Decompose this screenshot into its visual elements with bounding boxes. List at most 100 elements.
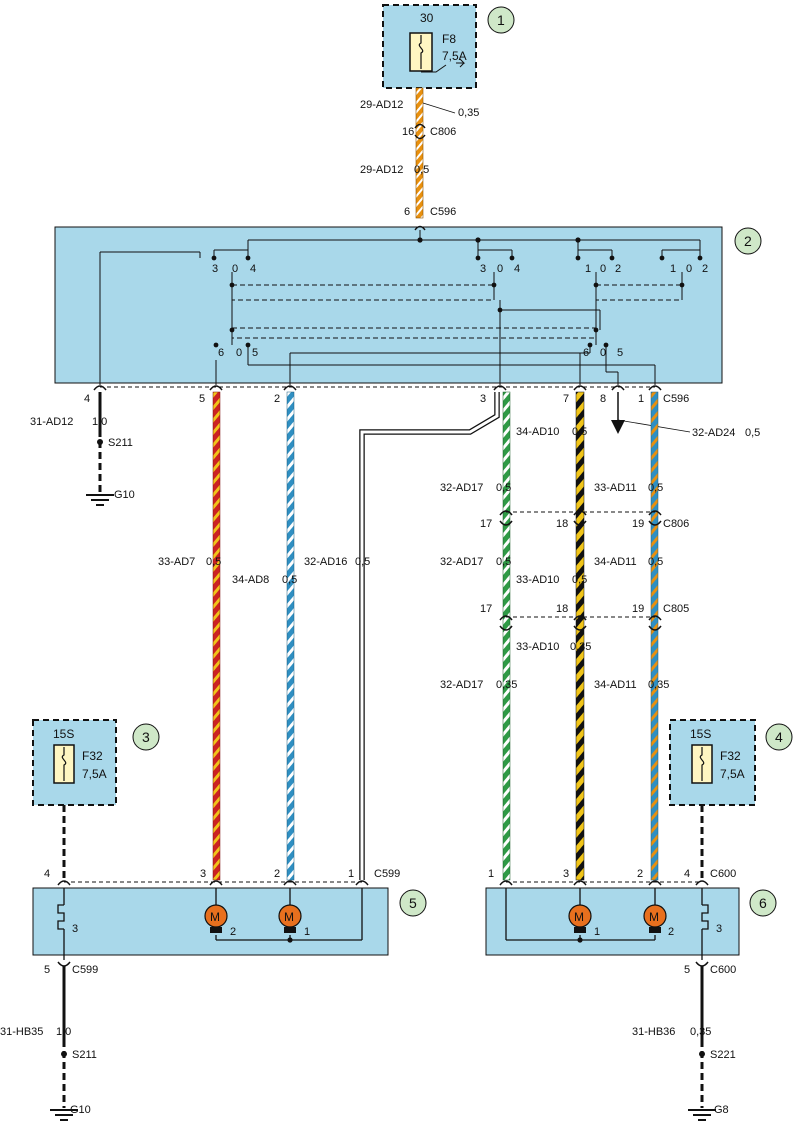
svg-text:1,0: 1,0 [92, 416, 107, 428]
svg-text:33-AD10: 33-AD10 [516, 574, 559, 586]
top-conn-name: C806 [430, 126, 456, 138]
svg-text:4: 4 [775, 729, 783, 745]
svg-text:2: 2 [668, 926, 674, 938]
svg-text:32-AD17: 32-AD17 [440, 482, 483, 494]
mirror-motor-module-right: 1 3 2 4 C600 M 1 M 2 3 5 C600 [485, 868, 740, 976]
svg-text:3: 3 [212, 263, 218, 275]
svg-text:M: M [649, 910, 659, 924]
fuse-box-top: 30 F8 7,5A [382, 4, 477, 89]
svg-text:3: 3 [200, 868, 206, 880]
svg-text:1: 1 [670, 263, 676, 275]
svg-text:1,0: 1,0 [56, 1026, 71, 1038]
svg-text:3: 3 [142, 729, 150, 745]
callout-5: 5 [399, 889, 427, 917]
svg-text:34-AD10: 34-AD10 [516, 426, 559, 438]
wire-black-yellow: 34-AD10 0,5 33-AD10 0,5 33-AD10 0,35 [516, 391, 591, 881]
svg-text:0,35: 0,35 [648, 679, 669, 691]
top-wire2-size: 0,5 [414, 164, 429, 176]
ground-g10-bottom-label: G10 [70, 1104, 91, 1116]
svg-text:1: 1 [304, 926, 310, 938]
svg-text:1: 1 [594, 926, 600, 938]
top-feed-wire: 29-AD12 0,35 16 C806 29-AD12 0,5 6 C596 [360, 87, 479, 219]
fuse-box-right: 15S F32 7,5A [669, 719, 756, 878]
svg-text:2: 2 [615, 263, 621, 275]
svg-text:33-AD7: 33-AD7 [158, 556, 195, 568]
svg-text:31-HB35: 31-HB35 [0, 1026, 43, 1038]
wire-32-ad16: 32-AD16 0,5 [304, 392, 500, 880]
svg-text:0: 0 [232, 263, 238, 275]
fuse-top-name: F8 [442, 32, 456, 46]
svg-text:0,35: 0,35 [570, 641, 591, 653]
top-wire1-label: 29-AD12 [360, 99, 403, 111]
svg-text:32-AD17: 32-AD17 [440, 679, 483, 691]
svg-text:C600: C600 [710, 868, 736, 880]
svg-text:M: M [574, 910, 584, 924]
svg-text:S221: S221 [710, 1049, 736, 1061]
svg-text:18: 18 [556, 518, 568, 530]
svg-text:19: 19 [632, 518, 644, 530]
svg-text:4: 4 [84, 393, 90, 405]
fuse-box-left: 15S F32 7,5A [32, 719, 117, 878]
svg-text:0: 0 [236, 347, 242, 359]
switch-feed-conn: C596 [430, 206, 456, 218]
connector-c805: 17 18 19 C805 [480, 603, 689, 631]
svg-text:0,5: 0,5 [572, 574, 587, 586]
svg-text:1: 1 [488, 868, 494, 880]
svg-text:0: 0 [497, 263, 503, 275]
switch-pin-labels: 3 0 4 3 0 4 1 0 2 1 0 2 6 0 5 6 0 5 [212, 263, 708, 359]
svg-text:5: 5 [617, 347, 623, 359]
svg-text:34-AD11: 34-AD11 [594, 556, 637, 568]
svg-text:8: 8 [600, 393, 606, 405]
callout-6: 6 [749, 889, 777, 917]
svg-text:C596: C596 [663, 393, 689, 405]
svg-text:4: 4 [44, 868, 50, 880]
svg-text:32-AD17: 32-AD17 [440, 556, 483, 568]
fuse-icon [409, 32, 433, 72]
svg-text:31-AD12: 31-AD12 [30, 416, 73, 428]
svg-text:3: 3 [563, 868, 569, 880]
arrow-32-ad24: 32-AD24 0,5 [611, 392, 760, 439]
svg-text:C805: C805 [663, 603, 689, 615]
svg-text:F32: F32 [82, 749, 103, 763]
svg-text:5: 5 [684, 964, 690, 976]
top-wire2-label: 29-AD12 [360, 164, 403, 176]
fuse-top-terminal: 30 [420, 11, 434, 25]
wire-32-ad17: 32-AD17 0,5 32-AD17 0,5 32-AD17 0,35 [440, 391, 517, 881]
svg-text:0,5: 0,5 [206, 556, 221, 568]
switch-panel: 3 0 4 3 0 4 1 0 2 1 0 2 6 0 5 6 0 5 [54, 225, 723, 385]
svg-text:31-HB36: 31-HB36 [632, 1026, 675, 1038]
svg-text:0,5: 0,5 [648, 556, 663, 568]
svg-text:1: 1 [585, 263, 591, 275]
svg-text:2: 2 [230, 926, 236, 938]
svg-text:15S: 15S [690, 727, 711, 741]
wire-33-ad7: 33-AD7 0,5 [158, 391, 221, 881]
top-wire1-size: 0,35 [458, 107, 479, 119]
svg-text:6: 6 [759, 895, 767, 911]
svg-text:34-AD8: 34-AD8 [232, 574, 269, 586]
svg-text:2: 2 [744, 233, 752, 249]
svg-text:32-AD24: 32-AD24 [692, 427, 735, 439]
svg-text:C600: C600 [710, 964, 736, 976]
svg-text:5: 5 [199, 393, 205, 405]
svg-text:2: 2 [637, 868, 643, 880]
svg-text:0,5: 0,5 [496, 482, 511, 494]
svg-text:18: 18 [556, 603, 568, 615]
svg-text:0: 0 [686, 263, 692, 275]
svg-text:S211: S211 [108, 437, 133, 449]
svg-text:0,5: 0,5 [496, 556, 511, 568]
svg-text:6: 6 [218, 347, 224, 359]
fuse-icon [691, 744, 713, 784]
svg-text:0,5: 0,5 [282, 574, 297, 586]
wire-blue-orange: 33-AD11 0,5 34-AD11 0,5 34-AD11 0,35 [594, 391, 669, 881]
svg-text:7: 7 [563, 393, 569, 405]
svg-text:0,35: 0,35 [690, 1026, 711, 1038]
svg-text:7,5A: 7,5A [82, 767, 107, 781]
svg-text:C806: C806 [663, 518, 689, 530]
callout-2: 2 [734, 227, 762, 255]
svg-text:6: 6 [583, 347, 589, 359]
svg-text:2: 2 [274, 393, 280, 405]
svg-text:4: 4 [684, 868, 690, 880]
svg-text:1: 1 [497, 12, 505, 28]
svg-text:0,5: 0,5 [355, 556, 370, 568]
